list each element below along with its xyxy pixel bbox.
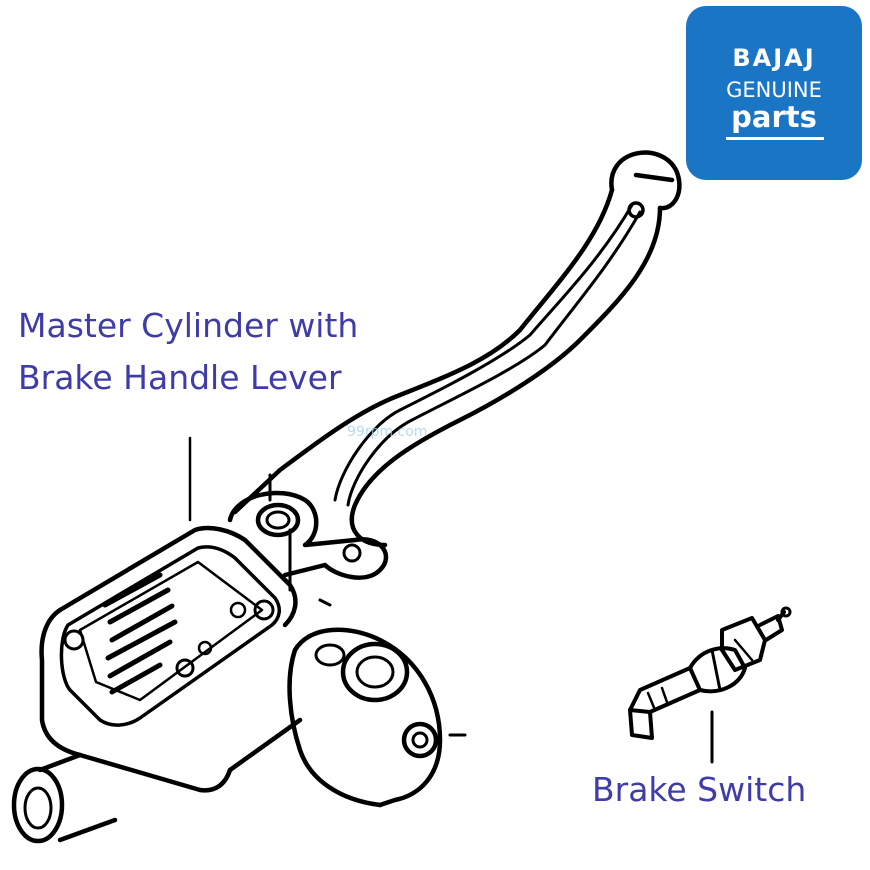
cylinder-body [39,525,303,793]
brake-switch-label: Brake Switch [592,770,807,809]
bajaj-genuine-parts-logo: BAJAJ GENUINE parts [686,6,862,180]
watermark: 99rpm.com [347,424,428,440]
logo-genuine: GENUINE [726,78,822,102]
master-cylinder-label: Master Cylinder with Brake Handle Lever [18,300,358,404]
reservoir-fins [102,572,178,695]
handlebar-clamp [287,598,467,808]
brake-lever [232,150,682,548]
logo-parts: parts [731,100,817,134]
master-cylinder-label-line2: Brake Handle Lever [18,358,342,397]
logo-brand: BAJAJ [732,44,816,72]
cylinder-bore [11,752,118,844]
master-cylinder-label-line1: Master Cylinder with [18,306,359,345]
lever-pivot [227,473,389,592]
logo-underline [726,137,824,140]
